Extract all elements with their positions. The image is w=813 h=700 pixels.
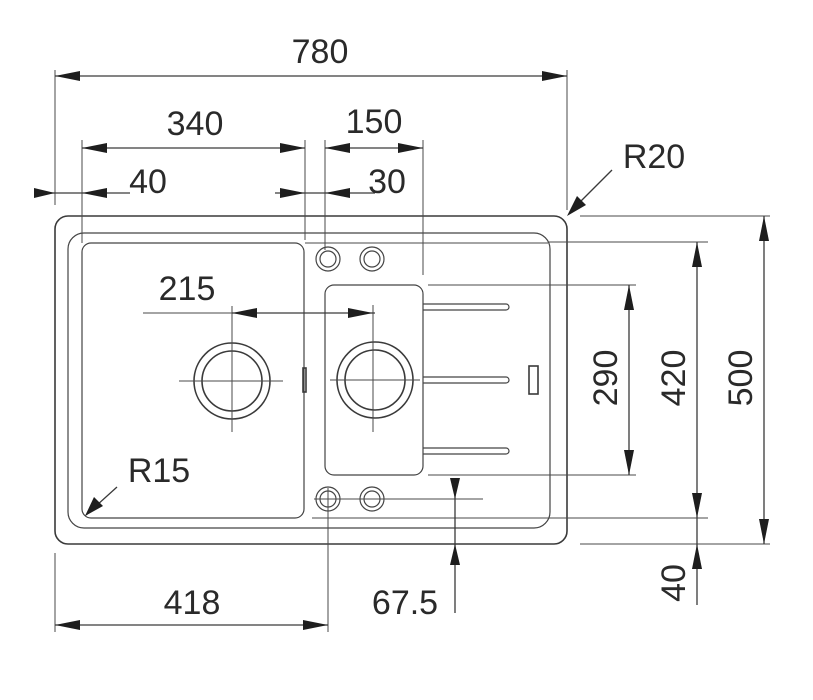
dimension-labels: 780 340 150 40 30 215 R20 R15 418 67.5 2… <box>128 33 760 622</box>
arrow-icon <box>450 478 460 499</box>
sink-outer-outline <box>54 215 568 545</box>
arrow-icon <box>82 188 107 198</box>
tap-holes <box>314 246 483 512</box>
sink-inner-rim <box>67 232 551 529</box>
arrow-icon <box>85 497 103 516</box>
label-overall-depth: 500 <box>722 350 760 407</box>
drainer-overflow <box>528 365 539 395</box>
arrow-icon <box>34 188 55 198</box>
label-inner-height: 420 <box>655 350 693 407</box>
arrow-icon <box>567 196 586 216</box>
arrow-icon <box>325 188 350 198</box>
arrow-icon <box>450 544 460 565</box>
arrow-icon <box>55 71 80 81</box>
tap-hole <box>363 250 381 268</box>
label-cutout-to-center: 418 <box>164 584 221 622</box>
overflow-slot <box>302 367 307 393</box>
label-tap-hole-offset: 67.5 <box>372 584 438 622</box>
arrow-icon <box>692 242 702 267</box>
dimension-lines <box>34 71 769 630</box>
label-bowl-gap: 30 <box>368 163 406 201</box>
arrow-icon <box>759 216 769 241</box>
arrow-icon <box>82 143 107 153</box>
arrow-icon <box>303 620 328 630</box>
arrow-icon <box>232 308 257 318</box>
tap-hole <box>319 250 337 268</box>
tap-hole <box>359 246 385 272</box>
arrow-icon <box>692 544 702 569</box>
small-bowl-drain <box>330 305 420 432</box>
arrow-icon <box>280 188 305 198</box>
arrow-icon <box>692 493 702 518</box>
drainer-grooves <box>423 303 510 455</box>
tap-hole <box>315 246 341 272</box>
main-bowl-drain <box>179 306 283 432</box>
arrow-icon <box>759 519 769 544</box>
drainer-groove <box>423 447 510 455</box>
arrow-icon <box>348 308 373 318</box>
arrow-icon <box>398 143 423 153</box>
extension-lines <box>54 70 770 632</box>
arrow-icon <box>280 143 305 153</box>
drainer-groove <box>423 303 510 311</box>
arrow-icon <box>624 285 634 310</box>
label-main-bowl-width: 340 <box>167 105 224 143</box>
arrow-icon <box>55 620 80 630</box>
label-small-bowl-width: 150 <box>346 103 403 141</box>
label-bowl-corner-radius: R15 <box>128 452 190 490</box>
small-bowl <box>324 284 424 476</box>
label-left-rim-offset: 40 <box>129 163 167 201</box>
label-small-bowl-height: 290 <box>587 350 625 407</box>
main-bowl <box>81 242 305 519</box>
arrow-icon <box>542 71 567 81</box>
arrow-icon <box>325 143 350 153</box>
label-bottom-rim-offset: 40 <box>655 564 693 602</box>
label-outer-corner-radius: R20 <box>623 138 685 176</box>
label-drain-spacing: 215 <box>159 270 216 308</box>
label-overall-width: 780 <box>292 33 349 71</box>
drainer-groove <box>423 376 510 384</box>
sink-body <box>54 215 568 545</box>
arrow-icon <box>624 450 634 475</box>
